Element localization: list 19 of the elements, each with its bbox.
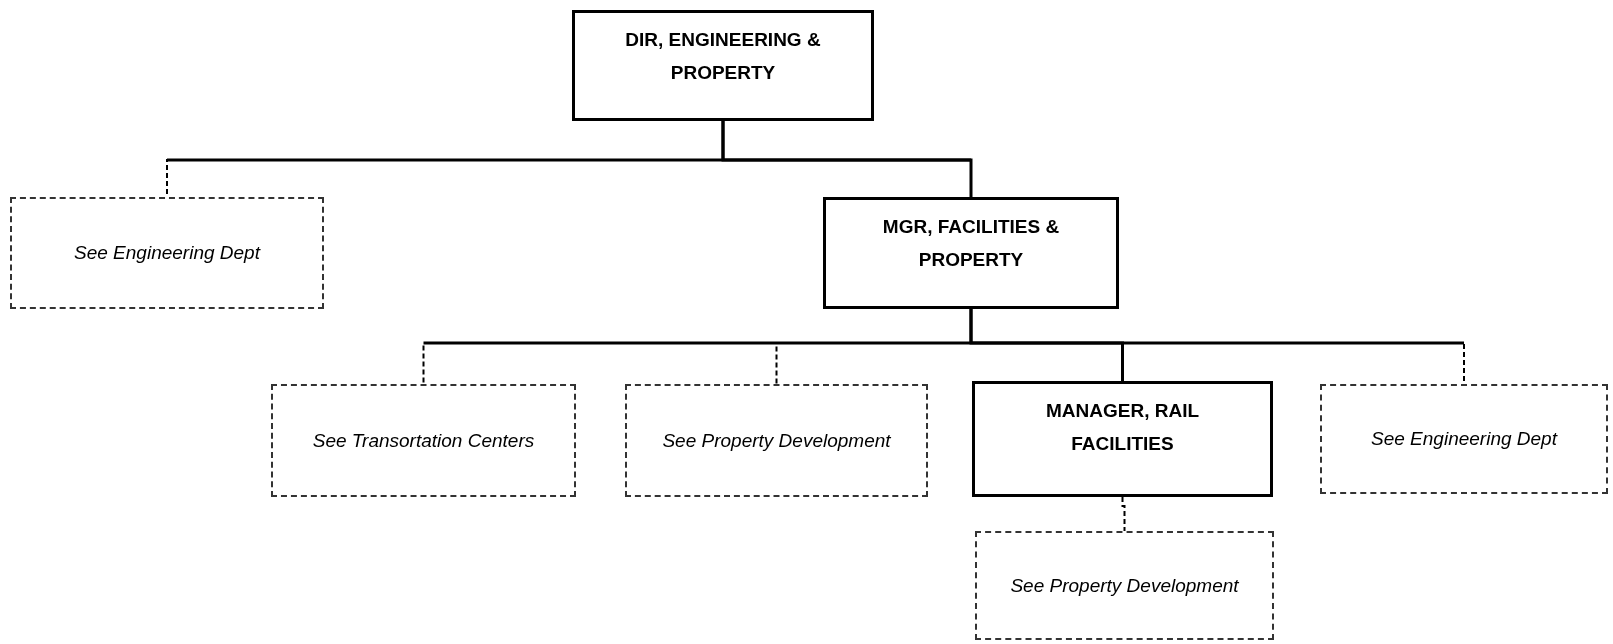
position-box [972, 381, 1273, 497]
reference-box [271, 384, 576, 497]
reference-box [1320, 384, 1608, 494]
connector-line [1121, 496, 1126, 532]
position-box [823, 197, 1119, 309]
connector-line [969, 309, 1124, 381]
reference-box [975, 531, 1274, 640]
position-title: MGR, FACILITIES & PROPERTY [881, 215, 1061, 272]
connector-line [721, 121, 973, 197]
position-title: See Property Development [662, 429, 891, 452]
position-title: See Property Development [1010, 574, 1239, 597]
position-title: MANAGER, RAIL FACILITIES [1044, 399, 1201, 456]
position-title: See Engineering Dept [1371, 428, 1557, 450]
position-box [572, 10, 874, 121]
reference-box [10, 197, 324, 309]
reference-box [625, 384, 928, 497]
position-title: See Transortation Centers [312, 429, 535, 452]
position-title: See Engineering Dept [74, 242, 260, 264]
position-title: DIR, ENGINEERING & PROPERTY [624, 28, 822, 85]
